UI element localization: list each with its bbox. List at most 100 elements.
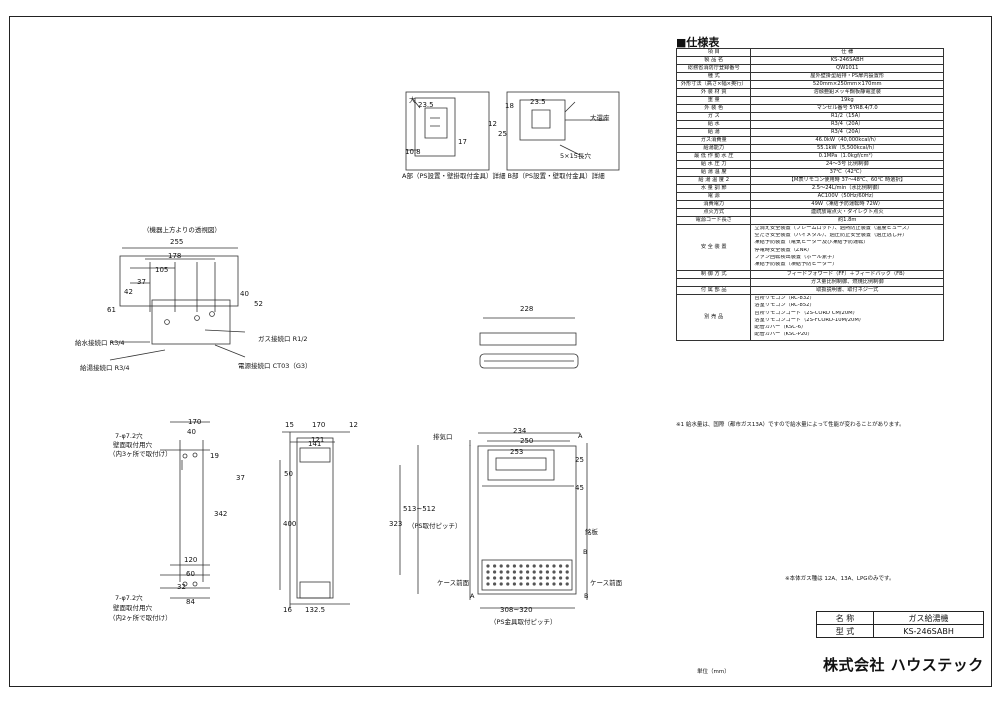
plan-dim-228: 228: [520, 305, 534, 313]
wall-dim-32: 32: [177, 583, 186, 591]
spec-list-item: 立消え安全装置（フレームロッド）、過熱防止装置（温度ヒューズ）: [754, 226, 913, 231]
spec-value: 仕 様: [750, 48, 944, 57]
grille-hole: [512, 582, 517, 586]
wall-dim-40: 40: [187, 428, 196, 436]
spec-label: 種 式: [675, 72, 752, 81]
wall-dim-37: 37: [236, 474, 245, 482]
spec-list-item: 空だき安全装置（バイメタル）、過圧防止安全装置（過圧逃し弁）: [754, 233, 908, 239]
grille-hole: [532, 576, 536, 580]
grille-hole: [499, 582, 503, 586]
top-dim-105: 105: [155, 266, 169, 274]
top-dim-61: 61: [107, 306, 116, 314]
grille-hole: [552, 576, 556, 580]
front-marker-a-bottom: A: [470, 592, 475, 600]
grille-hole: [512, 570, 517, 574]
front-view-outline: [399, 432, 588, 609]
grille-hole: [519, 576, 523, 580]
grille-hole: [506, 582, 510, 586]
mount-holes-top-note: （内3ヶ所で取付け）: [109, 450, 172, 458]
spec-list-item: 台所リモコン（RC-832）: [754, 296, 815, 302]
grille-hole: [493, 564, 497, 568]
company-name: 株式会社 ハウステック: [823, 656, 984, 674]
front-bracket-pitch: （PS金具取付ピッチ）: [490, 618, 557, 626]
grille-hole: [552, 564, 556, 568]
wall-dim-120: 120: [184, 556, 198, 564]
spec-value: 【M表リモコン使用時 37～48℃、60℃ 時選択】: [750, 176, 944, 185]
grille-hole: [559, 570, 563, 574]
side-dim-170: 170: [312, 421, 326, 429]
unit-label: 単位（mm）: [697, 669, 730, 675]
grille-hole: [486, 570, 490, 574]
front-pitch-note: （PS取付ピッチ）: [408, 522, 462, 530]
spec-label: 総務省消防庁登録番号: [675, 64, 752, 73]
spec-value: マンセル番号 5YR8.4/7.0: [750, 104, 944, 113]
grille-hole: [532, 582, 536, 586]
case-front-right: ケース前面: [590, 579, 623, 587]
spec-row: 点火方式連続放電点火・ダイレクト点火: [675, 208, 944, 217]
nameplate-label: 銘板: [585, 528, 598, 536]
grille-hole: [545, 576, 550, 580]
grille-hole: [519, 570, 523, 574]
spec-label: ガ ス: [675, 112, 752, 121]
grille-hole: [486, 564, 490, 568]
top-dim-40: 40: [240, 290, 249, 298]
spec-label: 水 量 調 節: [675, 184, 752, 193]
spec-row: 項 目仕 様: [675, 48, 944, 57]
grille-hole: [499, 564, 503, 568]
grille-hole: [559, 576, 563, 580]
spec-label: 製 品 名: [675, 56, 752, 65]
mount-holes-bottom: 7-φ7.2穴: [115, 594, 143, 602]
grille-hole: [552, 582, 556, 586]
spec-row: 外形寸法（高さ×幅×奥行）520mm×250mm×170mm: [675, 80, 944, 89]
spec-list: 立消え安全装置（フレームロッド）、過熱防止装置（温度ヒューズ） 空だき安全装置（バ…: [750, 223, 944, 272]
case-front-left: ケース前面: [437, 579, 470, 587]
spec-row: 給 湯 温 度 2【M表リモコン使用時 37～48℃、60℃ 時選択】: [675, 176, 944, 185]
spec-row: 種 式屋外壁掛型給排・PS扉内設置形: [675, 72, 944, 81]
grille-hole: [519, 564, 523, 568]
power-inlet-label: 電源接続口 CT03（G3）: [238, 362, 312, 370]
plan-view-outline: [479, 317, 579, 369]
grille-hole: [539, 576, 543, 580]
water-inlet-label: 給水接続口 R3/4: [75, 339, 125, 347]
side-dim-400: 400: [283, 520, 297, 528]
spec-label: 給 水: [675, 120, 752, 129]
grille-hole: [545, 570, 550, 574]
side-view-outline: [279, 431, 350, 608]
detail-washer-label: 大還座: [590, 114, 610, 122]
grille-hole: [526, 576, 530, 580]
top-dim-52: 52: [254, 300, 263, 308]
spec-list-item: ファン回転検出装置（ホール素子）: [754, 254, 838, 260]
spec-label: 給 湯: [675, 128, 752, 137]
spec-label: 給 湯 温 度: [675, 168, 752, 177]
spec-list-item: 浴室リモコンコード（2S-FCORD-10M/20M）: [754, 317, 864, 323]
spec-value: R1/2（15A）: [750, 112, 944, 121]
spec-value: 溶融亜鉛メッキ鋼板静電塗装: [750, 88, 944, 97]
wall-mount-outline: [160, 421, 210, 599]
spec-value: AC100V（50Hz/60Hz）: [750, 192, 944, 201]
spec-label: 給 水 圧 力: [675, 160, 752, 169]
top-dim-37: 37: [137, 278, 146, 286]
gas-inlet-label: ガス接続口 R1/2: [258, 335, 308, 343]
grille-hole: [559, 582, 563, 586]
drawing-sheet: [9, 16, 992, 687]
detail-large-label: 大: [409, 96, 416, 104]
hot-water-outlet-label: 給湯接続口 R3/4: [80, 364, 130, 372]
top-dim-255: 255: [170, 238, 184, 246]
spec-label: 外 装 色: [675, 104, 752, 113]
spec-list: 台所リモコン（RC-832）浴室リモコン（RC-852）台所リモコンコード（2S…: [750, 294, 944, 342]
spec-list-item: 停電時安全装置（ZNR）: [754, 247, 813, 253]
front-marker-b-bottom: B: [584, 592, 589, 600]
spec-label: 別 売 品: [675, 294, 752, 342]
name-value: ガス給湯機: [873, 611, 984, 625]
front-dim-45: 45: [575, 484, 584, 492]
spec-list-item: 配管カバー（KSC-6）: [754, 324, 807, 330]
spec-label: 項 目: [675, 48, 752, 57]
detail-dim-1: 23.5: [530, 98, 546, 106]
grille-hole: [545, 564, 550, 568]
